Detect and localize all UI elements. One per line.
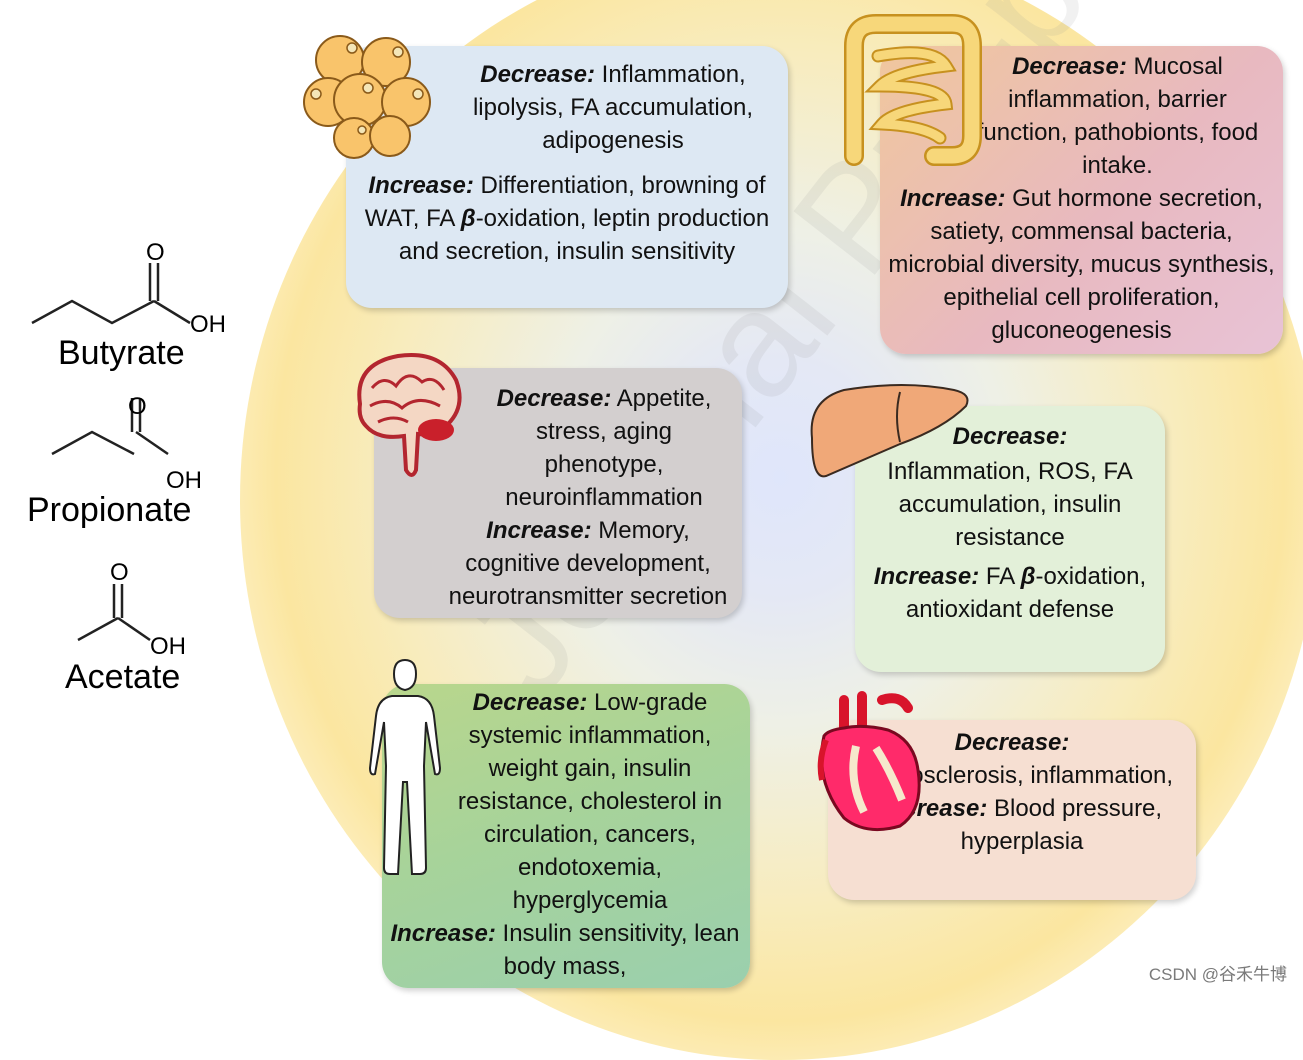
liver-decrease-text: Inflammation, ROS, FA accumulation, insu… — [887, 458, 1133, 551]
fat-cells-icon — [303, 35, 431, 159]
brain-increase-text: Memory, cognitive development, neurotran… — [448, 517, 728, 610]
brain-decrease-text: Appetite, stress, aging phenotype, neuro… — [505, 385, 712, 511]
brain-decrease-label: Decrease: — [496, 385, 612, 412]
adipose-beta: β — [460, 205, 476, 232]
liver-increase-text-2: -oxidation, antioxidant defense — [905, 563, 1147, 623]
propionate-label: Propionate — [27, 491, 192, 529]
adipose-decrease-text: Inflammation, lipolysis, FA accumulation… — [472, 61, 754, 154]
gut-decrease-text: Mucosal inflammation, barrier function, … — [976, 53, 1259, 179]
butyrate-structure: O OH — [31, 239, 226, 338]
heart-icon — [817, 691, 921, 832]
brain-increase-label: Increase: — [486, 517, 592, 544]
butyrate-oh-label: OH — [190, 311, 226, 338]
gut-decrease-label: Decrease: — [1012, 53, 1127, 80]
adipose-effects-box: Decrease: Inflammation, lipolysis, FA ac… — [346, 46, 788, 308]
gut-increase-text: Gut hormone secretion, satiety, commensa… — [888, 185, 1275, 344]
heart-decrease-label: Decrease: — [954, 729, 1070, 756]
propionate-o-label: O — [128, 393, 147, 420]
csdn-credit: CSDN @谷禾牛博 — [1148, 965, 1287, 984]
acetate-oh-label: OH — [150, 633, 186, 660]
gut-increase-label: Increase: — [900, 185, 1006, 212]
body-decrease-text: Low-grade systemic inflammation, weight … — [457, 689, 723, 914]
adipose-decrease-label: Decrease: — [480, 61, 595, 88]
body-effects-box: Decrease: Low-grade systemic inflammatio… — [382, 684, 750, 988]
butyrate-o-label: O — [146, 239, 165, 266]
liver-effects-box: Decrease: Inflammation, ROS, FA accumula… — [855, 406, 1165, 672]
human-body-icon — [368, 658, 442, 875]
body-decrease-label: Decrease: — [472, 689, 588, 716]
gut-effects-box: Decrease: Mucosal inflammation, barrier … — [880, 46, 1283, 354]
liver-beta: β — [1020, 563, 1036, 590]
intestine-icon — [844, 14, 982, 166]
heart-increase-text: Blood pressure, hyperplasia — [960, 795, 1163, 855]
acetate-label: Acetate — [65, 658, 181, 696]
butyrate-label: Butyrate — [58, 334, 185, 372]
adipose-increase-text-1: Differentiation, browning of WAT, FA — [364, 172, 766, 232]
liver-increase-text-1: FA — [979, 563, 1021, 590]
body-increase-text: Insulin sensitivity, lean body mass, — [495, 920, 740, 980]
acetate-o-label: O — [110, 560, 129, 586]
adipose-increase-text-2: -oxidation, leptin production and secret… — [398, 205, 770, 265]
adipose-increase-label: Increase: — [368, 172, 474, 199]
acetate-structure: O OH — [77, 560, 186, 660]
liver-icon — [810, 384, 969, 478]
liver-increase-label: Increase: — [873, 563, 980, 590]
propionate-structure: O OH — [51, 393, 202, 494]
liver-decrease-label: Decrease: — [952, 423, 1068, 450]
brain-icon — [357, 353, 462, 477]
body-increase-label: Increase: — [390, 920, 496, 947]
propionate-oh-label: OH — [166, 467, 202, 494]
